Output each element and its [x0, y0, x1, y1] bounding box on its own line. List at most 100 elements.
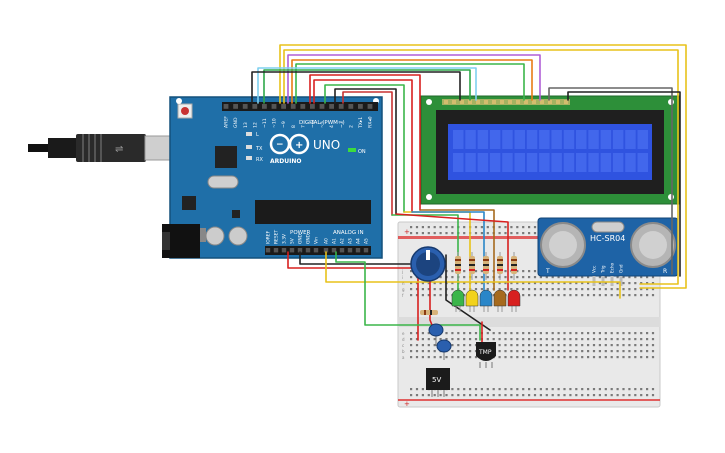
- header-pin[interactable]: [305, 248, 311, 253]
- header-pin[interactable]: [347, 248, 353, 253]
- breadboard-hole: [522, 226, 525, 229]
- breadboard-hole: [463, 282, 466, 285]
- breadboard-hole: [622, 332, 625, 335]
- header-pin[interactable]: [289, 248, 295, 253]
- breadboard-hole: [498, 226, 501, 229]
- breadboard-hole: [463, 288, 466, 291]
- breadboard-hole: [451, 350, 454, 353]
- breadboard-hole: [545, 344, 548, 347]
- potentiometer[interactable]: [410, 246, 446, 282]
- header-pin[interactable]: [355, 248, 361, 253]
- header-pin[interactable]: [323, 248, 329, 253]
- breadboard-hole: [628, 394, 631, 397]
- digital-pin[interactable]: [242, 104, 248, 109]
- header-pin[interactable]: [273, 248, 279, 253]
- breadboard-hole: [433, 356, 436, 359]
- breadboard-hole: [628, 344, 631, 347]
- sensor-pin-label: Trig: [601, 265, 606, 274]
- lcd-cell: [489, 153, 501, 172]
- resistor-band: [469, 269, 475, 271]
- header-pin[interactable]: [331, 248, 337, 253]
- sensor-pin[interactable]: [610, 276, 614, 286]
- digital-pin[interactable]: [367, 104, 373, 109]
- breadboard-hole: [575, 294, 578, 297]
- lcd-cell: [551, 153, 562, 172]
- header-pin[interactable]: [313, 248, 319, 253]
- breadboard-hole: [610, 332, 613, 335]
- breadboard-hole: [592, 356, 596, 359]
- breadboard-hole: [557, 356, 560, 359]
- breadboard-hole: [551, 332, 554, 335]
- breadboard-hole: [463, 338, 466, 341]
- header-pin[interactable]: [297, 248, 303, 253]
- header-pin[interactable]: [339, 248, 345, 253]
- breadboard-hole: [469, 332, 472, 335]
- sensor-pin[interactable]: [592, 276, 596, 286]
- breadboard-hole: [640, 344, 643, 347]
- breadboard-hole: [592, 344, 596, 347]
- breadboard-hole: [504, 338, 507, 341]
- lcd-cell: [453, 130, 464, 149]
- breadboard-hole: [569, 338, 572, 341]
- breadboard-hole: [528, 232, 531, 235]
- digital-pin[interactable]: [281, 104, 286, 109]
- digital-pin[interactable]: [338, 104, 344, 109]
- sensor-pin[interactable]: [601, 276, 605, 286]
- breadboard-hole: [545, 282, 548, 285]
- digital-pin-label: AREF: [224, 116, 230, 128]
- breadboard-hole: [569, 294, 572, 297]
- digital-pin-label: 8: [291, 125, 297, 128]
- breadboard-hole: [427, 350, 430, 353]
- digital-pin[interactable]: [310, 104, 315, 109]
- sensor-pin[interactable]: [619, 276, 623, 286]
- digital-pin[interactable]: [329, 104, 334, 109]
- header-pin[interactable]: [265, 248, 271, 253]
- breadboard-hole: [651, 388, 655, 391]
- digital-pin-label: GND: [233, 117, 239, 128]
- breadboard-hole: [598, 388, 601, 391]
- breadboard-hole: [486, 394, 489, 397]
- breadboard-hole: [457, 356, 460, 359]
- header-pin[interactable]: [363, 248, 369, 253]
- breadboard-hole: [516, 356, 519, 359]
- breadboard-hole: [622, 356, 625, 359]
- lcd-cell: [563, 130, 575, 149]
- breadboard-hole: [533, 332, 537, 335]
- breadboard-hole: [551, 338, 554, 341]
- digital-pin[interactable]: [271, 104, 277, 109]
- header-pin[interactable]: [281, 248, 287, 253]
- breadboard-hole: [427, 294, 430, 297]
- breadboard-hole: [628, 332, 631, 335]
- header-pin-label: A1: [332, 238, 338, 244]
- breadboard-hole: [634, 394, 637, 397]
- digital-pin[interactable]: [300, 104, 306, 109]
- digital-pin[interactable]: [252, 104, 258, 109]
- digital-pin[interactable]: [348, 104, 354, 109]
- breadboard-hole: [510, 226, 513, 229]
- digital-pin[interactable]: [223, 104, 229, 109]
- breadboard-hole: [445, 226, 448, 229]
- breadboard-hole: [557, 394, 560, 397]
- breadboard-hole: [463, 356, 466, 359]
- leds: [451, 289, 521, 312]
- breadboard-hole: [551, 388, 554, 391]
- digital-pin[interactable]: [290, 104, 296, 109]
- breadboard-hole: [628, 294, 631, 297]
- breadboard-hole: [504, 282, 507, 285]
- breadboard-hole: [575, 276, 578, 279]
- resistor: [469, 252, 475, 280]
- breadboard-hole: [539, 388, 542, 391]
- resistor-band: [497, 264, 503, 266]
- breadboard-hole: [457, 394, 460, 397]
- digital-pin[interactable]: [233, 104, 238, 109]
- digital-pin[interactable]: [319, 104, 325, 109]
- digital-pin[interactable]: [262, 104, 267, 109]
- breadboard-hole: [510, 388, 513, 391]
- breadboard-hole: [533, 294, 537, 297]
- breadboard-hole: [445, 332, 448, 335]
- digital-pin[interactable]: [358, 104, 363, 109]
- lcd-cell: [576, 153, 587, 172]
- breadboard-hole: [504, 226, 507, 229]
- breadboard-hole: [616, 338, 619, 341]
- breadboard-hole: [634, 288, 637, 291]
